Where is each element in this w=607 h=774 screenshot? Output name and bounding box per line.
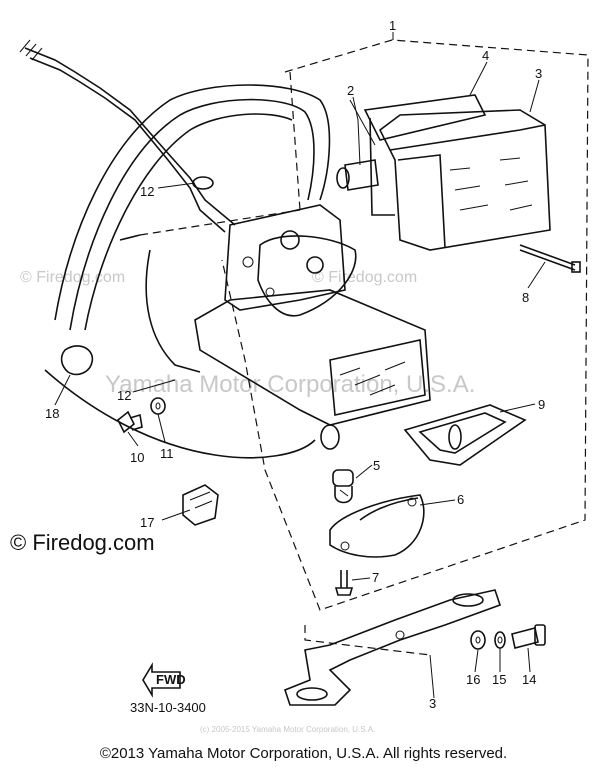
copyright-code: (c) 2005-2015 Yamaha Motor Corporation, … [200, 725, 375, 734]
bulb-5 [332, 469, 354, 504]
callout-3-bracket: 3 [429, 696, 436, 711]
gasket-9 [403, 404, 527, 466]
copyright-footer: ©2013 Yamaha Motor Corporation, U.S.A. A… [99, 745, 508, 762]
leader-lines [54, 32, 546, 699]
fwd-arrow: FWD [142, 662, 186, 698]
screw-8 [519, 244, 581, 273]
bolt-14 [511, 624, 546, 649]
callout-17: 17 [140, 515, 154, 530]
callout-4: 4 [482, 48, 489, 63]
firedog-watermark-large: © Firedog.com [10, 530, 155, 555]
callout-14: 14 [522, 672, 536, 687]
callout-labels: 1 2 3 4 5 6 7 8 9 10 11 12 12 14 15 16 1… [45, 18, 545, 711]
screw-10 [116, 410, 143, 434]
assembly-boundary [139, 39, 589, 656]
wire-harness [19, 39, 236, 373]
washer-16 [470, 630, 486, 650]
fwd-label: FWD [156, 672, 186, 687]
callout-11: 11 [160, 446, 174, 461]
callout-1: 1 [389, 18, 396, 33]
callout-15: 15 [492, 672, 506, 687]
callout-12a: 12 [140, 184, 154, 199]
screw-7 [334, 570, 354, 596]
callout-10: 10 [130, 450, 144, 465]
callout-7: 7 [372, 570, 379, 585]
rear-frame [44, 84, 331, 459]
center-watermark: Yamaha Motor Corporation, U.S.A. [105, 371, 475, 398]
callout-3: 3 [535, 66, 542, 81]
callout-2: 2 [347, 83, 354, 98]
callout-5: 5 [373, 458, 380, 473]
firedog-watermark-left: © Firedog.com [20, 269, 125, 286]
callout-8: 8 [522, 290, 529, 305]
tail-light-base [194, 204, 431, 450]
diagram-code: 33N-10-3400 [130, 700, 206, 715]
grommet-18 [60, 345, 94, 376]
callout-18: 18 [45, 406, 59, 421]
tail-lamp-unit [336, 94, 551, 251]
washer-15 [494, 631, 506, 649]
washer-11 [150, 397, 166, 415]
flasher-relay-17 [182, 484, 219, 526]
license-lens-6 [329, 494, 425, 558]
callout-12b: 12 [117, 388, 131, 403]
callout-6: 6 [457, 492, 464, 507]
license-bracket [284, 589, 502, 706]
callout-16: 16 [466, 672, 480, 687]
callout-9: 9 [538, 397, 545, 412]
firedog-watermark-mid: © Firedog.com [312, 269, 417, 286]
